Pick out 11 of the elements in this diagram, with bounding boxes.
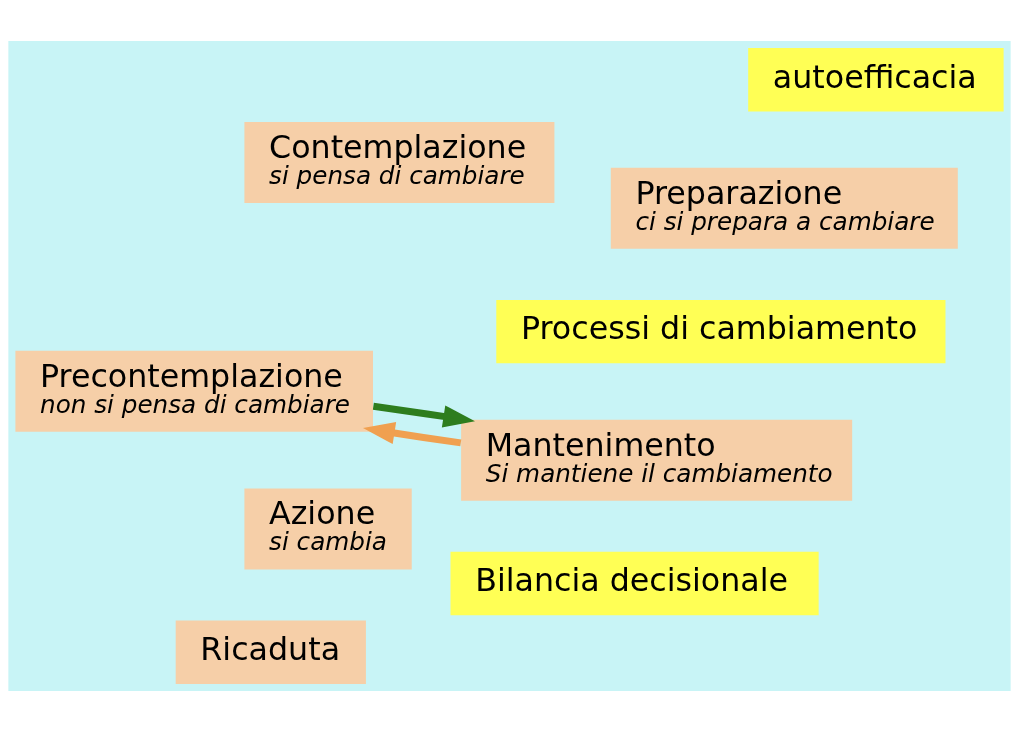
- node-box: Mantenimento Si mantiene il cambiamento: [461, 419, 853, 501]
- node-box: Precontemplazione non si pensa di cambiare: [15, 350, 373, 432]
- node-box: Preparazione ci si prepara a cambiare: [610, 167, 958, 249]
- node-box: Bilancia decisionale: [450, 551, 819, 615]
- node-box: autoefficacia: [748, 47, 1004, 111]
- node-box: Processi di cambiamento: [496, 299, 946, 363]
- node-box: Contemplazione si pensa di cambiare: [244, 121, 555, 203]
- arrow: [372, 402, 475, 427]
- node-box: Ricaduta: [175, 620, 366, 684]
- node-box: Azione si cambia: [244, 487, 412, 569]
- arrow: [363, 421, 462, 446]
